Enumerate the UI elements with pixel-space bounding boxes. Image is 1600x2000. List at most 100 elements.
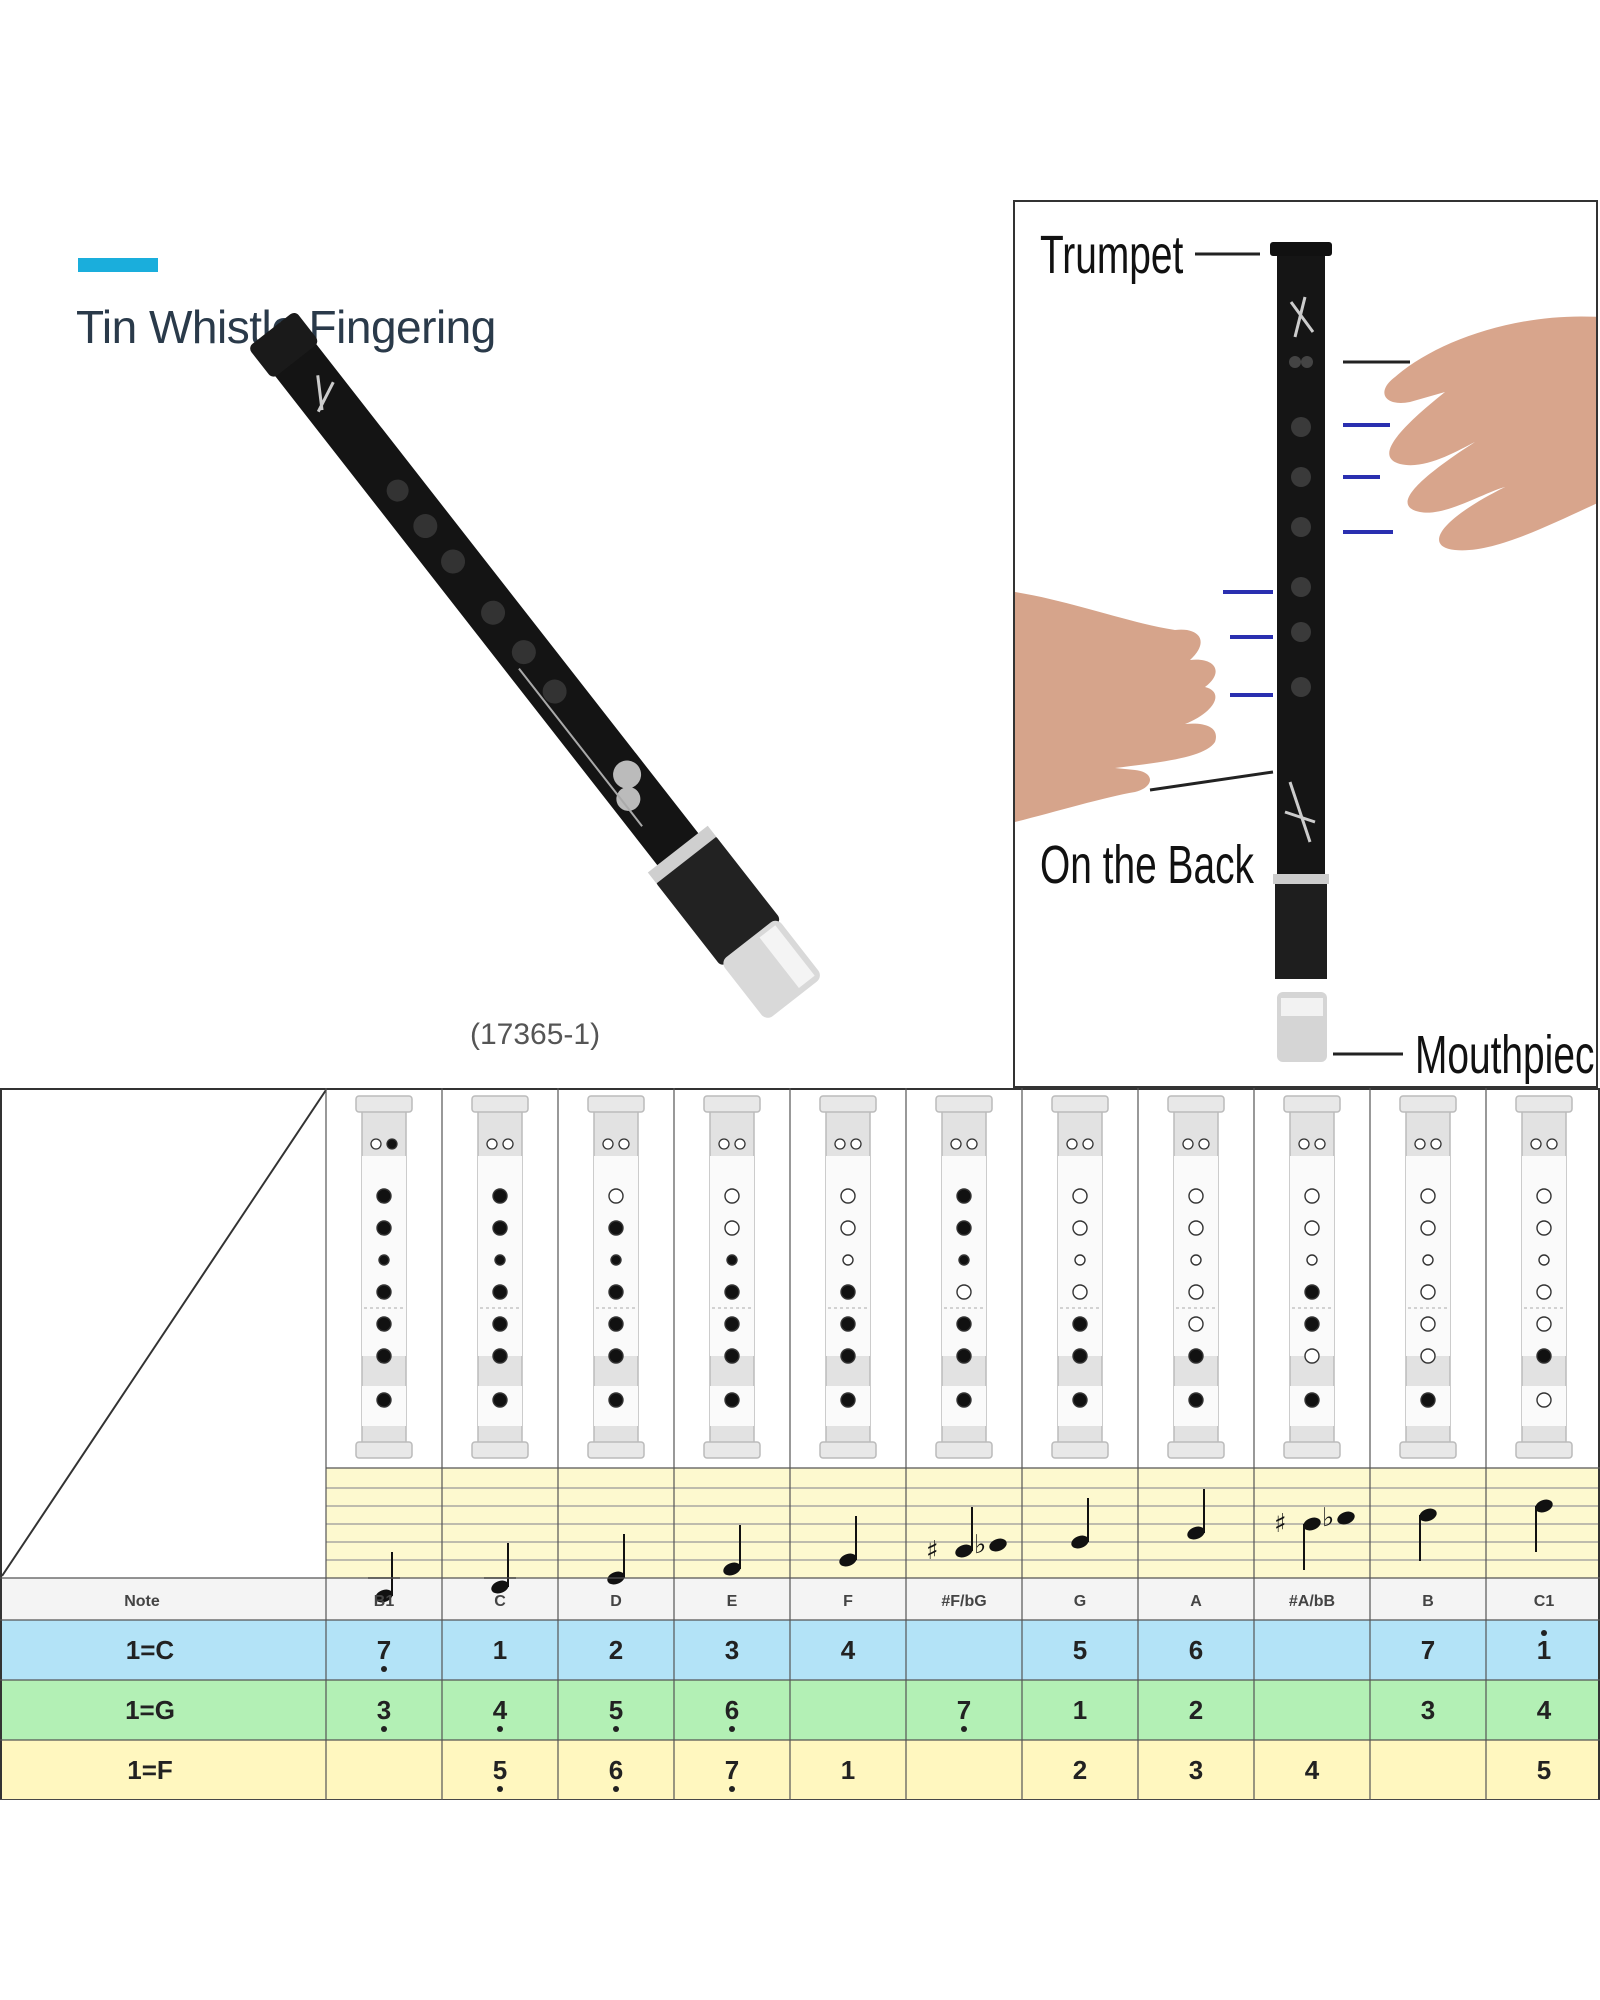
octave-dot: [613, 1786, 619, 1792]
finger-hole: [956, 1348, 972, 1364]
finger-hole: [726, 1254, 738, 1266]
note-header: Note: [124, 1593, 160, 1610]
jianpu-number: 2: [609, 1635, 623, 1665]
finger-hole: [1304, 1316, 1320, 1332]
jianpu-number: 7: [1421, 1635, 1435, 1665]
finger-hole: [1072, 1316, 1088, 1332]
finger-hole: [724, 1188, 740, 1204]
finger-hole: [724, 1316, 740, 1332]
finger-hole: [1188, 1188, 1204, 1204]
finger-hole: [956, 1220, 972, 1236]
staff-note: [839, 1516, 857, 1567]
mouthpiece-label: Mouthpiece: [1415, 1025, 1598, 1085]
jianpu-number: 1: [493, 1635, 507, 1665]
jianpu-number: 6: [725, 1695, 739, 1725]
product-code: (17365-1): [470, 1018, 601, 1051]
thumb-hole: [602, 1138, 614, 1150]
thumb-hole: [966, 1138, 978, 1150]
finger-hole: [378, 1254, 390, 1266]
finger-hole: [1536, 1220, 1552, 1236]
fingering-diagram: [1283, 1095, 1341, 1459]
finger-hole: [1188, 1284, 1204, 1300]
staff-band: [326, 1468, 1600, 1578]
finger-hole: [492, 1284, 508, 1300]
bottom-hole: [724, 1392, 740, 1408]
thumb-hole: [1430, 1138, 1442, 1150]
jianpu-number: 5: [609, 1695, 623, 1725]
note-name: #A/bB: [1289, 1593, 1335, 1610]
octave-dot: [613, 1726, 619, 1732]
staff-note: [723, 1525, 741, 1576]
finger-hole: [492, 1220, 508, 1236]
key-row-band: [0, 1680, 1600, 1740]
bottom-hole: [376, 1392, 392, 1408]
jianpu-number: 4: [1537, 1695, 1552, 1725]
finger-hole: [492, 1348, 508, 1364]
fingering-diagram: [819, 1095, 877, 1459]
fingering-diagram: [703, 1095, 761, 1459]
thumb-hole: [1414, 1138, 1426, 1150]
finger-hole: [1072, 1348, 1088, 1364]
svg-text:♭: ♭: [974, 1530, 986, 1560]
bottom-hole: [956, 1392, 972, 1408]
octave-dot: [1541, 1630, 1547, 1636]
finger-hole: [1304, 1188, 1320, 1204]
finger-hole: [608, 1348, 624, 1364]
finger-hole: [724, 1348, 740, 1364]
finger-hole: [608, 1188, 624, 1204]
thumb-hole: [1298, 1138, 1310, 1150]
octave-dot: [497, 1726, 503, 1732]
octave-dot: [497, 1786, 503, 1792]
jianpu-number: 1: [1073, 1695, 1087, 1725]
thumb-hole: [1082, 1138, 1094, 1150]
finger-hole: [1188, 1348, 1204, 1364]
bottom-hole: [1536, 1392, 1552, 1408]
thumb-hole: [850, 1138, 862, 1150]
fingering-diagram: [471, 1095, 529, 1459]
finger-hole: [1072, 1284, 1088, 1300]
whistle-photo: [250, 312, 820, 1018]
key-row-label: 1=F: [127, 1755, 173, 1785]
jianpu-number: 6: [609, 1755, 623, 1785]
jianpu-number: 7: [377, 1635, 391, 1665]
finger-hole: [840, 1220, 856, 1236]
fingering-diagram: [355, 1095, 413, 1459]
staff-note: ♯♭: [1274, 1503, 1355, 1570]
finger-hole: [608, 1284, 624, 1300]
finger-hole: [610, 1254, 622, 1266]
finger-hole: [842, 1254, 854, 1266]
thumb-hole: [1182, 1138, 1194, 1150]
finger-hole: [1304, 1348, 1320, 1364]
jianpu-number: 1: [841, 1755, 855, 1785]
note-name: A: [1190, 1593, 1202, 1610]
key-row-label: 1=C: [126, 1635, 175, 1665]
finger-hole: [376, 1348, 392, 1364]
finger-hole: [1072, 1188, 1088, 1204]
staff-note: [1535, 1499, 1553, 1552]
jianpu-number: 1: [1537, 1635, 1551, 1665]
staff-note: [1187, 1489, 1205, 1540]
staff-note: ♯♭: [926, 1507, 1007, 1566]
finger-hole: [1304, 1220, 1320, 1236]
holding-diagram: Trumpet On the Back Mouthpiece: [1013, 200, 1598, 1088]
note-name: D: [610, 1593, 622, 1610]
bottom-hole: [492, 1392, 508, 1408]
jianpu-number: 2: [1073, 1755, 1087, 1785]
jianpu-number: 4: [493, 1695, 508, 1725]
finger-hole: [1188, 1316, 1204, 1332]
fingering-diagram: [1051, 1095, 1109, 1459]
key-row-label: 1=G: [125, 1695, 175, 1725]
finger-hole: [840, 1284, 856, 1300]
jianpu-number: 3: [1189, 1755, 1203, 1785]
thumb-hole: [1066, 1138, 1078, 1150]
svg-text:♭: ♭: [1322, 1503, 1334, 1533]
thumb-hole: [486, 1138, 498, 1150]
jianpu-number: 6: [1189, 1635, 1203, 1665]
jianpu-number: 3: [1421, 1695, 1435, 1725]
finger-hole: [376, 1188, 392, 1204]
note-name: C: [494, 1593, 506, 1610]
trumpet-label: Trumpet: [1040, 225, 1184, 285]
finger-hole: [1422, 1254, 1434, 1266]
finger-hole: [840, 1188, 856, 1204]
